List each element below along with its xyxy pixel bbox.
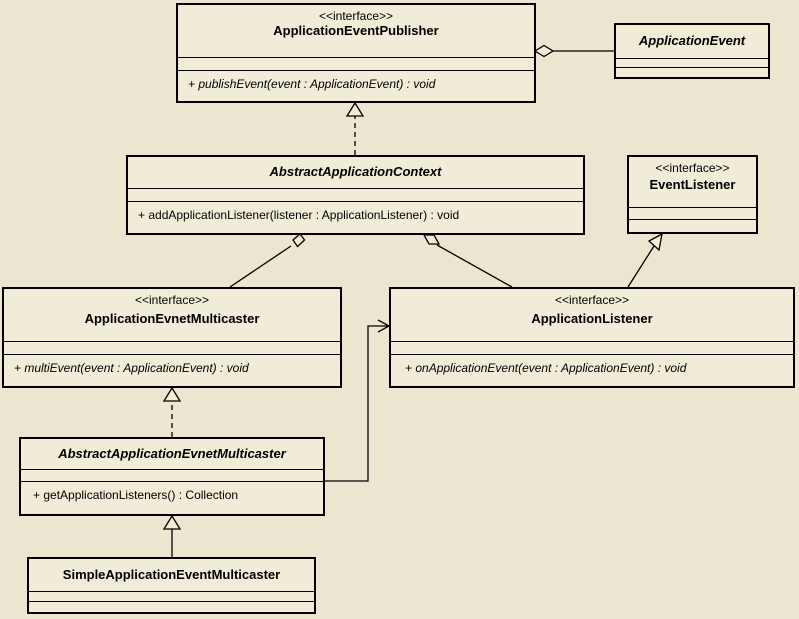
class-simple-application-event-multicaster[interactable]: SimpleApplicationEventMulticaster — [27, 557, 316, 614]
class-name: AbstractApplicationContext — [269, 164, 442, 179]
stereotype-label: <<interface>> — [655, 161, 730, 175]
attributes-section — [128, 189, 583, 202]
attributes-section — [4, 342, 340, 355]
operation-on-application-event: + onApplicationEvent(event : Application… — [405, 361, 687, 375]
class-name: SimpleApplicationEventMulticaster — [62, 567, 281, 582]
generalization-simple-abstractmulticaster — [162, 514, 182, 557]
operation-publish-event: + publishEvent(event : ApplicationEvent)… — [188, 77, 436, 91]
attributes-section — [21, 470, 323, 482]
class-name: AbstractApplicationEvnetMulticaster — [58, 446, 286, 461]
operations-section: + multiEvent(event : ApplicationEvent) :… — [4, 355, 340, 375]
attributes-section — [178, 58, 534, 71]
class-application-evnet-multicaster[interactable]: <<interface>> ApplicationEvnetMulticaste… — [2, 287, 342, 388]
operations-section: + onApplicationEvent(event : Application… — [391, 355, 793, 375]
operations-section: + getApplicationListeners() : Collection — [21, 482, 323, 502]
stereotype-label: <<interface>> — [554, 293, 630, 307]
operation-get-application-listeners: + getApplicationListeners() : Collection — [33, 488, 239, 502]
attributes-section — [391, 342, 793, 355]
class-name: ApplicationListener — [531, 311, 653, 326]
class-name: ApplicationEvnetMulticaster — [84, 311, 260, 326]
operations-section: + publishEvent(event : ApplicationEvent)… — [178, 71, 534, 91]
stereotype-label: <<interface>> — [134, 293, 210, 307]
stereotype-label: <<interface>> — [318, 9, 394, 23]
class-name: ApplicationEvent — [638, 33, 746, 48]
attributes-section — [29, 592, 314, 602]
realization-abstractmulticaster-multicaster — [162, 386, 182, 437]
class-name: EventListener — [649, 177, 736, 192]
class-event-listener[interactable]: <<interface>> EventListener — [627, 155, 758, 234]
aggregation-publisher-event — [533, 44, 614, 58]
realization-context-publisher — [345, 101, 365, 155]
class-name: ApplicationEventPublisher — [273, 23, 439, 38]
operation-add-application-listener: + addApplicationListener(listener : Appl… — [138, 208, 460, 222]
attributes-section — [616, 59, 768, 68]
class-application-event-publisher[interactable]: <<interface>> ApplicationEventPublisher … — [176, 3, 536, 103]
class-abstract-application-context[interactable]: AbstractApplicationContext + addApplicat… — [126, 155, 585, 235]
class-abstract-application-evnet-multicaster[interactable]: AbstractApplicationEvnetMulticaster + ge… — [19, 437, 325, 516]
class-application-event[interactable]: ApplicationEvent — [614, 23, 770, 79]
aggregation-context-multicaster — [229, 233, 306, 288]
generalization-listener-eventlistener — [627, 232, 663, 288]
aggregation-context-listener — [422, 234, 513, 288]
class-application-listener[interactable]: <<interface>> ApplicationListener + onAp… — [389, 287, 795, 388]
attributes-section — [629, 208, 756, 220]
operations-section: + addApplicationListener(listener : Appl… — [128, 202, 583, 222]
operation-multi-event: + multiEvent(event : ApplicationEvent) :… — [14, 361, 249, 375]
